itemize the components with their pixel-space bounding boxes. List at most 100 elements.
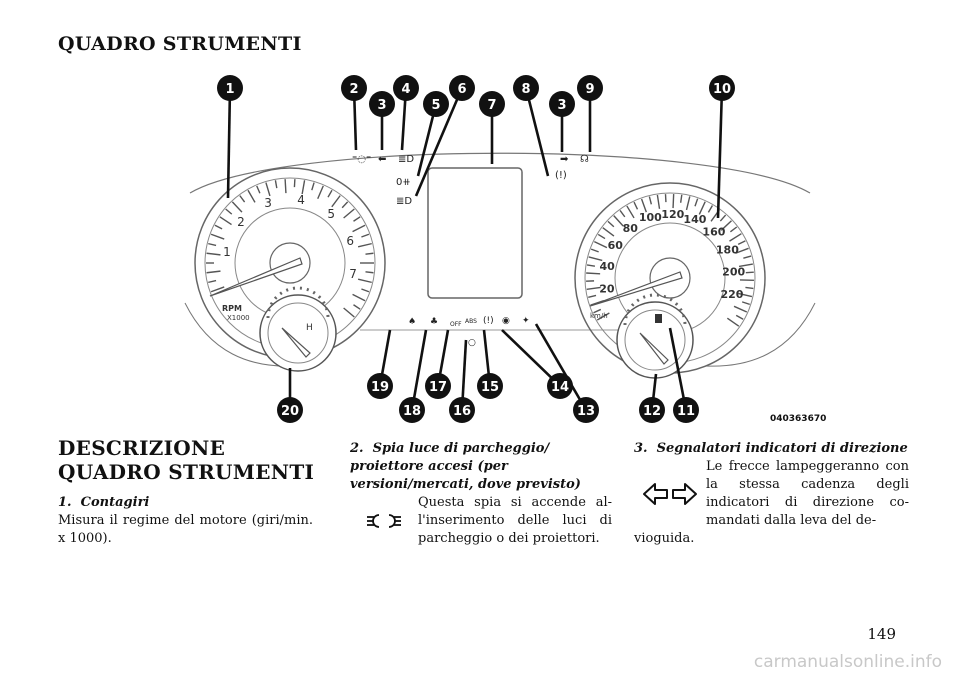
bottom-indicator-icons: ♠ ♣ OFF ABS (!) ◉ ✦ ○ [408,316,530,348]
svg-text:18: 18 [403,404,421,419]
svg-text:19: 19 [371,380,389,395]
svg-text:6: 6 [457,82,466,97]
tach-sub-label: X1000 [227,314,250,322]
callout-top-7: 7 [479,91,505,117]
callout-bottom-13: 13 [573,397,599,423]
tach-unit-label: RPM [222,304,242,313]
tach-label-2: 2 [237,215,245,229]
temp-hot-label: H [306,323,313,333]
high-beam-lamp: ≣D [396,196,412,207]
speed-unit-label: km/h [590,312,608,320]
rear-fog-lamp: 0⧺ [396,177,411,188]
callout-top-2: 2 [341,75,367,101]
item-1: 1. Contagiri Misura il regime del motore… [58,494,313,548]
callout-top-4: 4 [393,75,419,101]
callout-top-3: 3 [549,91,575,117]
tach-label-4: 4 [297,193,305,207]
callout-top-6: 6 [449,75,475,101]
temperature-gauge: H [259,286,337,372]
callout-bottom-11: 11 [673,397,699,423]
svg-text:(!): (!) [483,316,494,326]
speed-label-60: 60 [608,239,624,252]
svg-text:12: 12 [643,404,661,419]
callout-bottom-17: 17 [425,373,451,399]
tach-label-6: 6 [346,234,354,248]
tach-needle [209,257,303,297]
speed-label-140: 140 [683,213,706,226]
item-1-caption: 1. Contagiri [58,495,150,510]
speed-label-220: 220 [720,288,743,301]
cluster-hood-outline [189,152,811,194]
speed-label-40: 40 [599,260,615,273]
callout-top-10: 10 [709,75,735,101]
watermark: carmanualsonline.info [753,652,942,672]
callout-bottom-14: 14 [547,373,573,399]
speed-needle [589,271,683,307]
callout-bottom-16: 16 [449,397,475,423]
svg-text:3: 3 [377,98,386,113]
item-3-caption: 3. Segnalatori indicatori di direzione [634,441,908,456]
speed-label-80: 80 [623,222,639,235]
info-display [427,167,523,299]
page-title: QUADRO STRUMENTI [58,33,302,55]
top-indicator-icons: ⁼◌⁼ ⬅ ≣D 0⧺ ≣D (!) ➡ ☊ [352,154,589,207]
callout-bottom-15: 15 [477,373,503,399]
svg-text:9: 9 [585,82,594,97]
speed-label-200: 200 [722,265,745,278]
turn-signals-icon [634,458,706,530]
svg-text:7: 7 [487,98,496,113]
callout-top-9: 9 [577,75,603,101]
svg-text:8: 8 [521,82,530,97]
tpms-lamp: (!) [555,170,567,181]
svg-text:10: 10 [713,82,731,97]
callout-bottom-18: 18 [399,397,425,423]
callout-bottom-12: 12 [639,397,665,423]
fuel-gauge [616,293,694,379]
item-3: 3. Segnalatori indicatori di direzione L… [634,440,909,548]
callout-top-3: 3 [369,91,395,117]
svg-text:14: 14 [551,380,569,395]
item-2-text: Questa spia si accende al-l'inserimento … [418,495,612,546]
svg-text:5: 5 [431,98,440,113]
figure-code: 040363670 [770,414,827,424]
item-2: 2. Spia luce di parcheggio/ proiettore a… [350,440,612,548]
speed-label-20: 20 [599,283,615,296]
callout-top-8: 8 [513,75,539,101]
tach-label-5: 5 [327,207,335,221]
svg-text:ABS: ABS [465,318,477,325]
right-turn-lamp: ➡ [560,154,569,165]
fog-lamp: ≣D [398,154,414,165]
svg-text:♣: ♣ [430,317,438,327]
svg-text:♠: ♠ [408,317,416,327]
svg-text:○: ○ [468,338,476,348]
svg-text:1: 1 [225,82,234,97]
svg-text:16: 16 [453,404,471,419]
svg-text:3: 3 [557,98,566,113]
parking-lights-lamp: ⁼◌⁼ [352,154,371,165]
tach-label-3: 3 [264,196,272,210]
svg-text:20: 20 [281,404,299,419]
svg-text:✦: ✦ [522,316,530,326]
svg-text:4: 4 [401,82,410,97]
svg-text:11: 11 [677,404,695,419]
svg-text:2: 2 [349,82,358,97]
speed-label-100: 100 [639,211,662,224]
item-3-text: Le frecce lampeggeranno con la stessa ca… [706,459,909,528]
svg-text:◉: ◉ [502,316,510,326]
cruise-lamp: ☊ [580,154,589,165]
page-number: 149 [867,625,896,643]
section-heading: DESCRIZIONE QUADRO STRUMENTI [58,436,315,484]
svg-text:13: 13 [577,404,595,419]
callout-bottom-20: 20 [277,397,303,423]
speed-label-120: 120 [661,208,684,221]
tach-label-7: 7 [349,267,357,281]
left-turn-lamp: ⬅ [378,154,386,165]
svg-text:OFF: OFF [450,321,462,328]
item-3-text-tail: vioguida. [634,531,695,546]
parking-lights-icon [350,494,418,548]
item-1-text: Misura il regime del motore (giri/min. x… [58,513,313,546]
svg-text:17: 17 [429,380,447,395]
